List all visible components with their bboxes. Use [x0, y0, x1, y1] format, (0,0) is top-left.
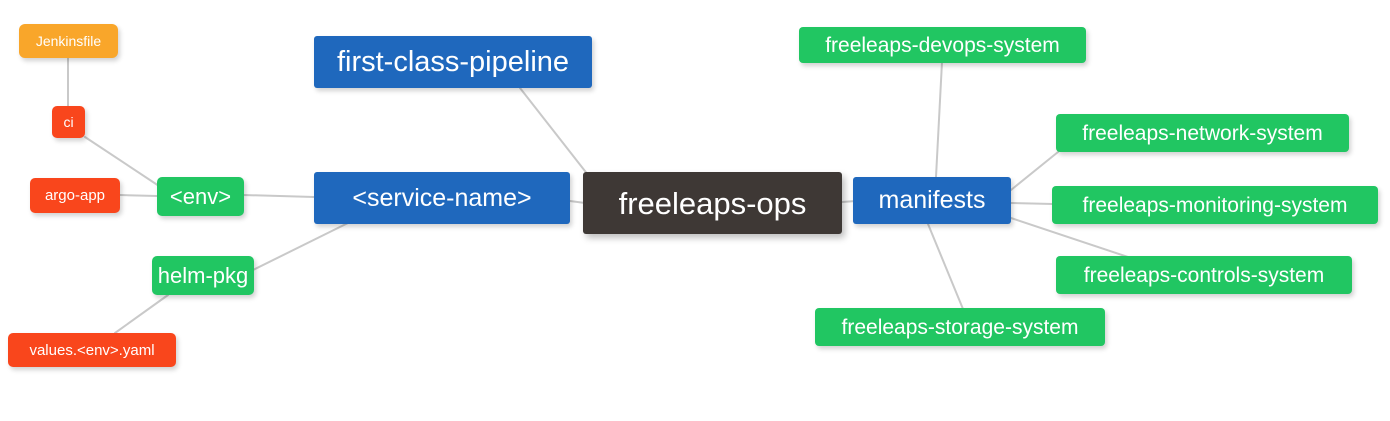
- node-ci[interactable]: ci: [52, 106, 85, 138]
- edge-manifests-devops-system: [935, 61, 943, 178]
- node-freeleaps-network-system[interactable]: freeleaps-network-system: [1056, 114, 1349, 152]
- node-label: argo-app: [44, 187, 106, 204]
- edge-manifests-network-system: [1010, 151, 1059, 191]
- node-freeleaps-storage-system[interactable]: freeleaps-storage-system: [815, 308, 1105, 346]
- node-first-class-pipeline[interactable]: first-class-pipeline: [314, 36, 592, 88]
- node-helm-pkg[interactable]: helm-pkg: [152, 256, 254, 295]
- node-label: <env>: [169, 183, 232, 209]
- edge-manifests-controls-system: [1010, 217, 1141, 262]
- edge-service-name-helm-pkg: [252, 220, 353, 271]
- node-label: freeleaps-monitoring-system: [1082, 193, 1348, 217]
- node-label: <service-name>: [352, 183, 532, 212]
- node-label: freeleaps-devops-system: [825, 33, 1060, 57]
- node-label: freeleaps-controls-system: [1083, 263, 1325, 287]
- node-label: helm-pkg: [157, 262, 249, 288]
- node-service-name[interactable]: <service-name>: [314, 172, 570, 224]
- node-label: values.<env>.yaml: [29, 341, 155, 359]
- node-freeleaps-monitoring-system[interactable]: freeleaps-monitoring-system: [1052, 186, 1378, 224]
- node-values-yaml[interactable]: values.<env>.yaml: [8, 333, 176, 367]
- node-label: freeleaps-network-system: [1082, 121, 1323, 145]
- node-jenkinsfile[interactable]: Jenkinsfile: [19, 24, 118, 58]
- edge-manifests-monitoring-system: [1010, 202, 1054, 205]
- node-label: ci: [63, 114, 74, 130]
- edge-service-name-env: [242, 194, 315, 198]
- node-env[interactable]: <env>: [157, 177, 244, 216]
- node-freeleaps-controls-system[interactable]: freeleaps-controls-system: [1056, 256, 1352, 294]
- node-freeleaps-devops-system[interactable]: freeleaps-devops-system: [799, 27, 1086, 63]
- node-label: first-class-pipeline: [336, 45, 570, 78]
- edge-manifests-storage-system: [927, 223, 964, 310]
- node-manifests[interactable]: manifests: [853, 177, 1011, 224]
- node-argo-app[interactable]: argo-app: [30, 178, 120, 213]
- node-label: freeleaps-ops: [618, 185, 807, 221]
- edge-helm-pkg-values-yaml: [114, 294, 169, 334]
- node-label: manifests: [878, 186, 986, 214]
- edge-root-first-class-pipeline: [519, 87, 593, 181]
- node-freeleaps-ops[interactable]: freeleaps-ops: [583, 172, 842, 234]
- edge-env-argo-app: [119, 194, 158, 197]
- node-label: Jenkinsfile: [35, 33, 102, 49]
- node-label: freeleaps-storage-system: [841, 315, 1079, 339]
